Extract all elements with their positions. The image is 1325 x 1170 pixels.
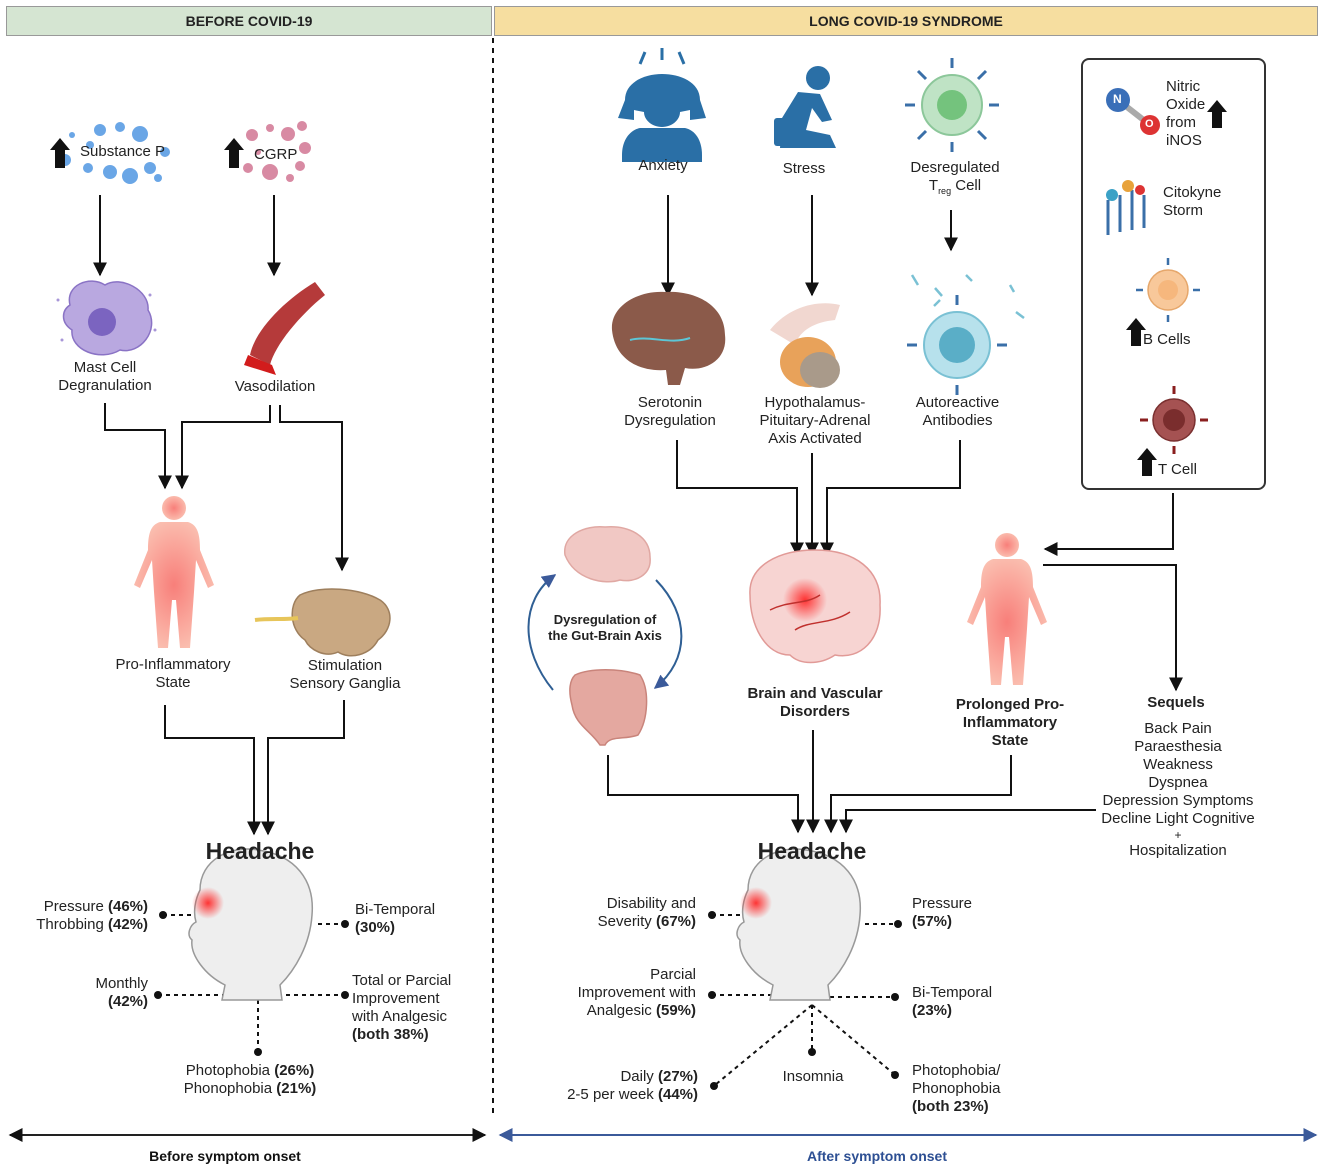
anxiety-person-icon (618, 48, 706, 162)
intestine-icon (569, 669, 648, 746)
brain-vascular-icon (749, 549, 881, 664)
vasodilation-label: Vasodilation (234, 378, 316, 395)
brain-serotonin-icon (611, 291, 726, 385)
pressure-after: Pressure (57%) (912, 895, 973, 930)
t-cell-icon (1140, 386, 1208, 454)
stress-person-icon (774, 66, 836, 148)
sequel-item: Weakness (1143, 756, 1213, 773)
insomnia-after: Insomnia (782, 1068, 844, 1085)
head-profile-icon-after (736, 848, 862, 1001)
treg-cell-icon (905, 58, 999, 152)
sequel-item: Dyspnea (1148, 774, 1208, 791)
human-body-icon (134, 496, 214, 648)
long-covid-header: LONG COVID-19 SYNDROME (494, 6, 1318, 36)
mast-cell-icon (56, 280, 157, 356)
sequel-item: + (1174, 828, 1182, 842)
sequel-item: Back Pain (1144, 720, 1212, 737)
blood-vessel-icon (244, 282, 325, 375)
parcial-after: Parcial Improvement with Analgesic (59%) (577, 966, 696, 1019)
headache-title-after: Headache (757, 838, 867, 864)
photophobia-before: Photophobia (26%) Phonophobia (21%) (183, 1062, 317, 1097)
t-cell-label: T Cell (1158, 461, 1197, 478)
stress-label: Stress (782, 160, 826, 177)
improvement-before: Total or Parcial Improvement with Analge… (352, 972, 452, 1043)
substance-p-label: Substance P (80, 143, 166, 160)
pressure-throbbing-before: Pressure (46%) Throbbing (42%) (36, 898, 148, 933)
cytokine-storm-icon (1106, 180, 1146, 235)
cgrp-particles-icon (243, 121, 311, 182)
sequel-item: Decline Light Cognitive (1101, 810, 1255, 827)
b-cell-icon (1136, 258, 1200, 322)
headache-title-before: Headache (205, 838, 315, 864)
head-profile-icon-before (188, 848, 314, 1001)
nitric-o-letter: O (1145, 118, 1154, 130)
b-cells-label: B Cells (1143, 331, 1191, 348)
sensory-ganglia-icon (254, 588, 391, 657)
autoreactive-antibody-cell-icon (907, 274, 1025, 395)
after-onset-label: After symptom onset (806, 1148, 948, 1164)
treg-label: Desregulated Treg Cell (910, 159, 1000, 196)
before-onset-label: Before symptom onset (149, 1148, 301, 1164)
gut-brain-brain-icon (564, 526, 651, 583)
bitemporal-after: Bi-Temporal (23%) (912, 984, 993, 1019)
monthly-before: Monthly (42%) (95, 975, 148, 1010)
sequel-item: Depression Symptoms (1102, 792, 1254, 809)
nitric-n-letter: N (1113, 92, 1122, 106)
legend-box (1081, 58, 1266, 490)
bitemporal-before: Bi-Temporal (30%) (355, 901, 436, 936)
human-body-icon-after (967, 533, 1047, 685)
nitric-oxide-molecule-icon (1106, 88, 1160, 135)
sequels-list: Back Pain Paraesthesia Weakness Dyspnea … (1088, 720, 1268, 860)
disability-after: Disability and Severity (67%) (597, 895, 696, 930)
hypothalamus-pituitary-icon (770, 303, 840, 388)
sequel-item: Hospitalization (1129, 842, 1227, 859)
before-covid-header: BEFORE COVID-19 (6, 6, 492, 36)
sequels-title: Sequels (1147, 694, 1205, 711)
photophobia-after: Photophobia/ Phonophobia (both 23%) (912, 1062, 1001, 1115)
sequel-item: Paraesthesia (1134, 738, 1222, 755)
cgrp-label: CGRP (254, 146, 298, 163)
anxiety-label: Anxiety (638, 157, 688, 174)
daily-after: Daily (27%) 2-5 per week (44%) (567, 1068, 698, 1103)
